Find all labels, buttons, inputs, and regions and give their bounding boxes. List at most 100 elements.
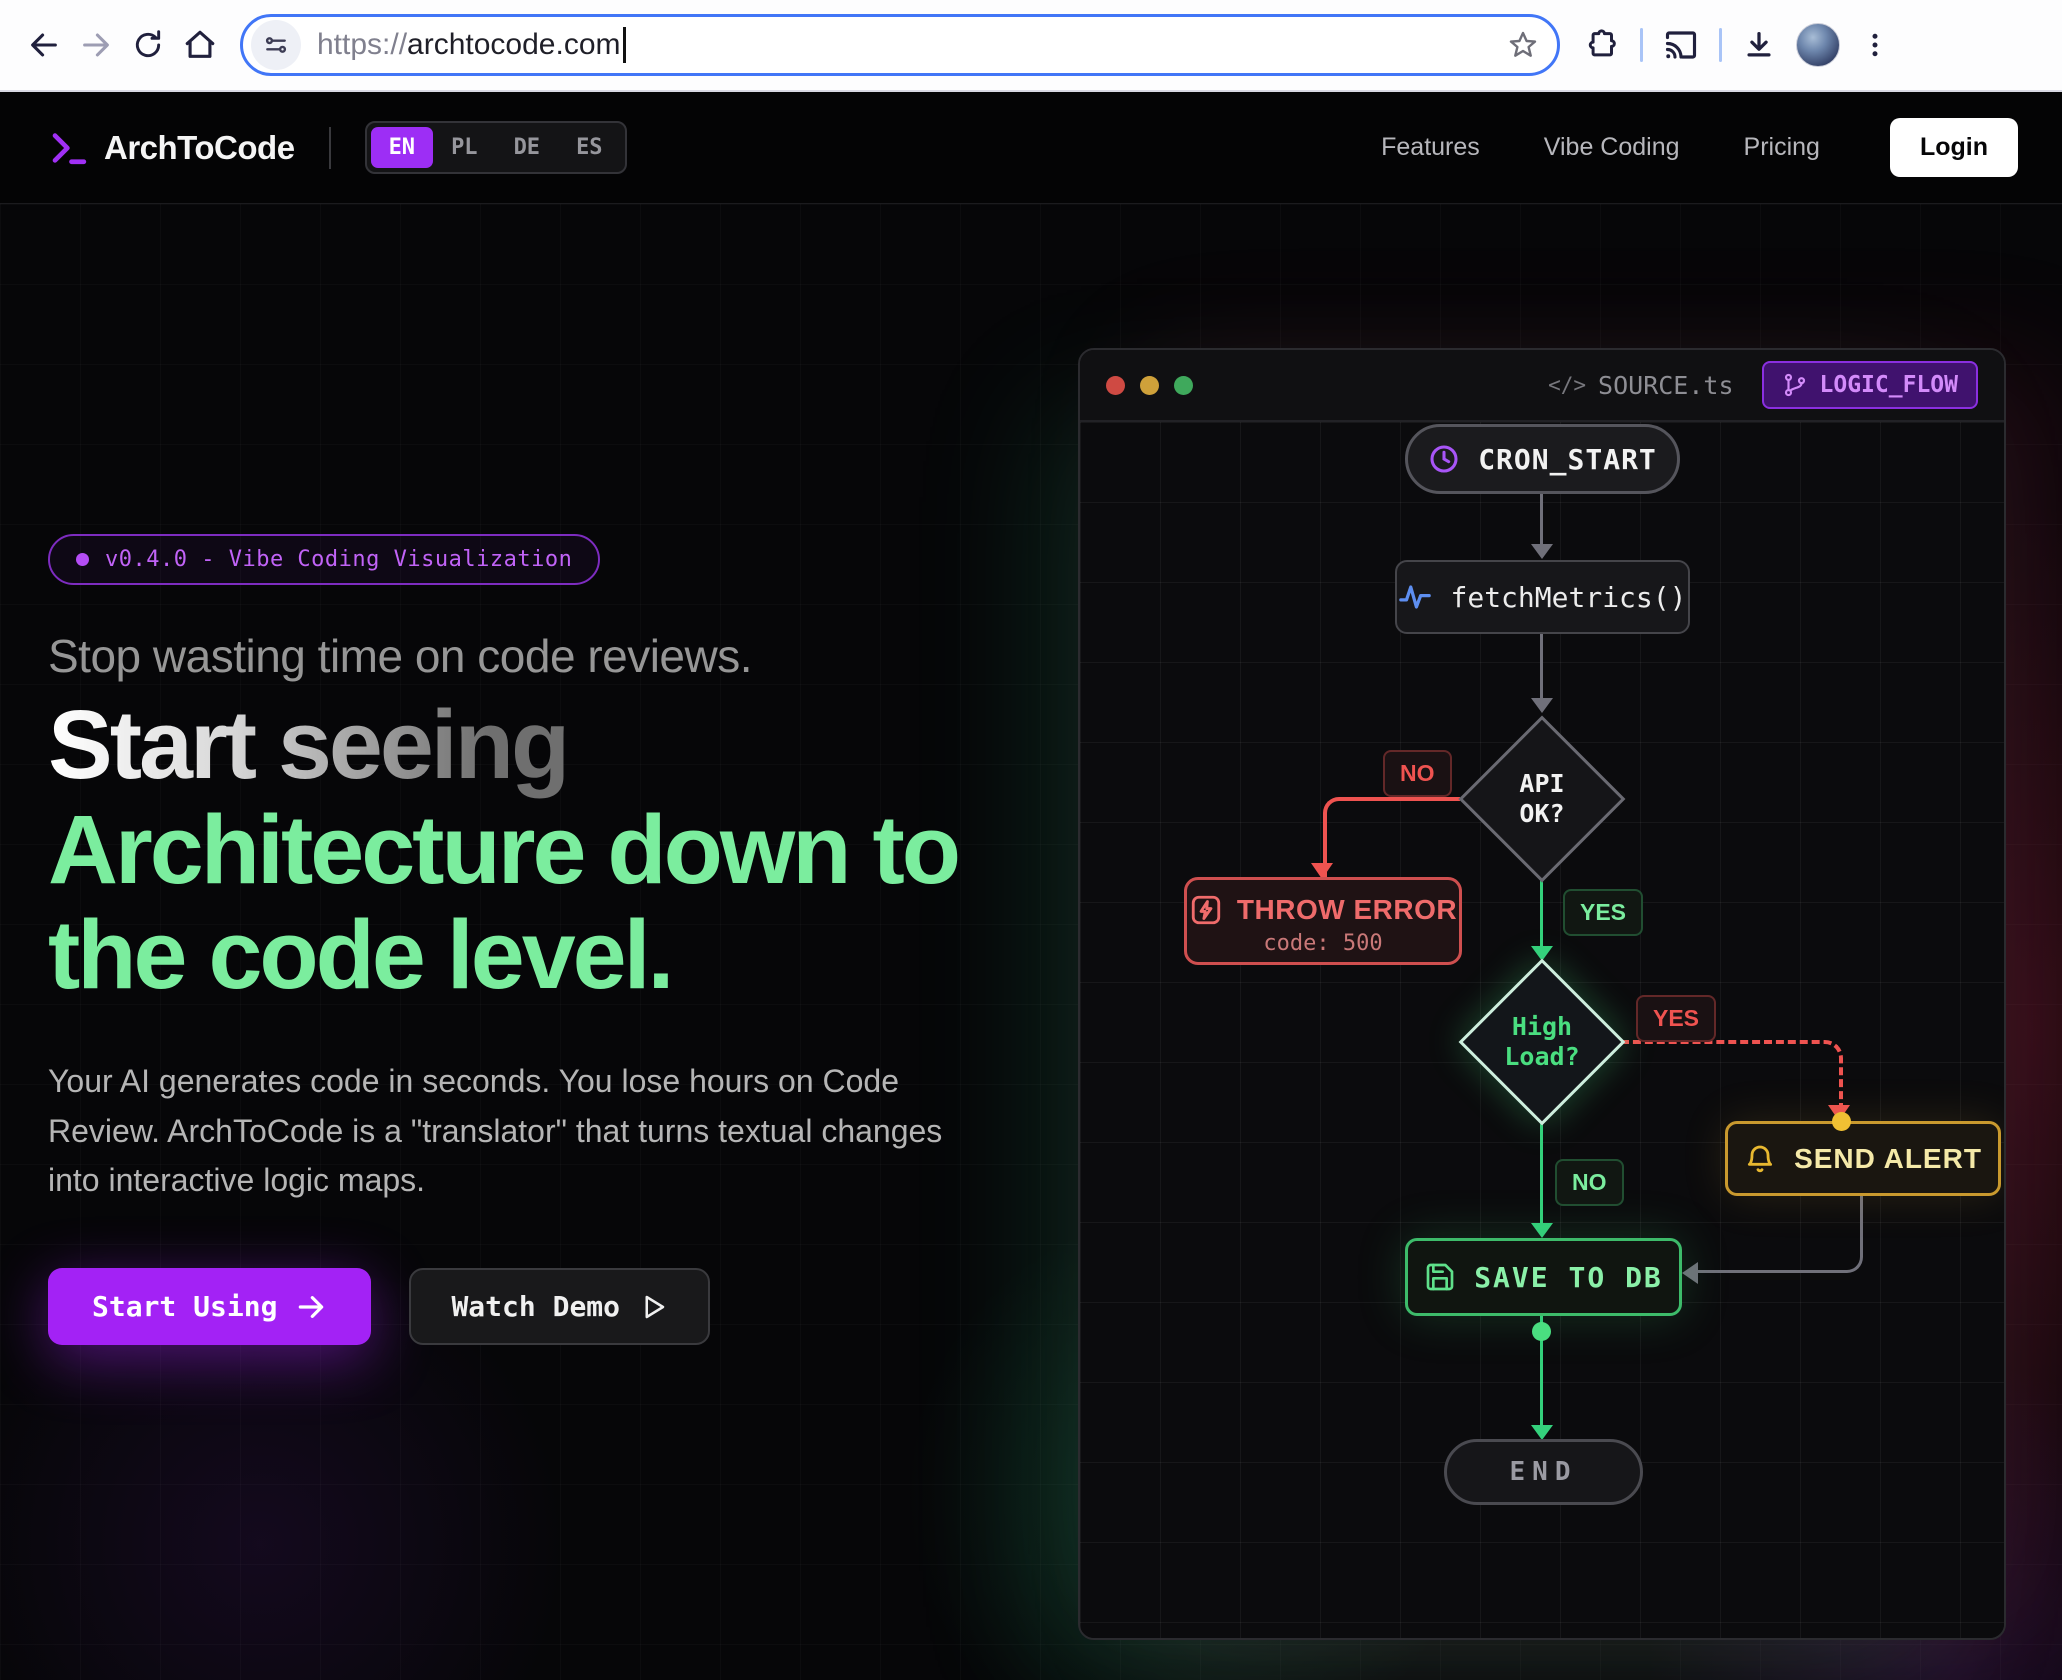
- lang-option-de[interactable]: DE: [513, 135, 541, 160]
- save-to-db-label: SAVE TO DB: [1474, 1260, 1663, 1294]
- hero-title-muted: Start seeing: [48, 690, 570, 799]
- profile-avatar[interactable]: [1796, 23, 1840, 67]
- edge-label-yes: YES: [1563, 889, 1644, 936]
- reload-icon: [135, 30, 161, 58]
- window-titlebar: </> SOURCE.ts LOGIC_FLOW: [1080, 350, 2004, 422]
- cast-icon[interactable]: [1663, 27, 1699, 63]
- browser-toolbar: https://archtocode.com: [0, 0, 2062, 92]
- reload-button[interactable]: [122, 19, 174, 71]
- badge-dot-icon: [76, 553, 89, 566]
- start-using-button[interactable]: Start Using: [48, 1268, 372, 1346]
- send-alert-label: SEND ALERT: [1794, 1142, 1982, 1174]
- forward-arrow-icon: [83, 33, 109, 57]
- cta-row: Start Using Watch Demo: [48, 1268, 998, 1346]
- site-header: ArchToCode EN PL DE ES Features Vibe Cod…: [0, 92, 2062, 204]
- fetch-metrics-label: fetchMetrics(): [1450, 580, 1687, 614]
- node-end: END: [1444, 1439, 1643, 1505]
- traffic-light-close-icon[interactable]: [1106, 375, 1125, 395]
- traffic-light-minimize-icon[interactable]: [1140, 375, 1159, 395]
- logic-flow-label: LOGIC_FLOW: [1819, 372, 1958, 398]
- arrowhead-left-gray: [1682, 1262, 1698, 1284]
- edge-label-yes: YES: [1636, 995, 1717, 1042]
- connector-save-end: [1540, 1316, 1543, 1428]
- decision-high-load-label: High Load?: [1504, 1012, 1580, 1071]
- flow-preview-window: </> SOURCE.ts LOGIC_FLOW: [1078, 348, 2006, 1640]
- forward-button[interactable]: [70, 19, 122, 71]
- home-icon: [185, 30, 215, 58]
- bell-icon: [1747, 1145, 1773, 1172]
- url-text[interactable]: https://archtocode.com: [317, 27, 626, 63]
- language-switcher: EN PL DE ES: [364, 121, 627, 174]
- lang-option-pl[interactable]: PL: [451, 135, 478, 160]
- edge-label-no: NO: [1555, 1159, 1624, 1206]
- arrowhead-down-green: [1531, 946, 1553, 961]
- kebab-menu-icon[interactable]: [1860, 30, 1890, 60]
- connector-load-yes-alert-dashed: [1621, 1040, 1843, 1112]
- site-settings-chip[interactable]: [251, 20, 301, 70]
- home-button[interactable]: [174, 19, 226, 71]
- arrowhead-down-gray: [1531, 544, 1553, 559]
- watch-demo-label: Watch Demo: [451, 1290, 621, 1324]
- bookmark-star-icon[interactable]: [1507, 29, 1539, 61]
- tune-sliders-icon: [265, 37, 287, 53]
- start-using-label: Start Using: [92, 1290, 278, 1324]
- node-save-to-db: SAVE TO DB: [1405, 1238, 1682, 1316]
- version-badge: v0.4.0 - Vibe Coding Visualization: [48, 534, 601, 585]
- login-button[interactable]: Login: [1889, 118, 2018, 177]
- connector-api-no-error: [1323, 797, 1460, 877]
- address-bar[interactable]: https://archtocode.com: [240, 14, 1560, 76]
- save-connector-dot: [1532, 1322, 1551, 1341]
- connector-api-yes: [1540, 880, 1543, 946]
- edge-label-no: NO: [1383, 750, 1452, 797]
- clock-icon: [1430, 445, 1458, 473]
- flowchart-canvas: CRON_START fetchMetrics() API OK? NO YES…: [1080, 422, 2004, 1638]
- lang-option-es[interactable]: ES: [576, 135, 603, 160]
- hero-kicker: Stop wasting time on code reviews.: [48, 630, 753, 682]
- node-send-alert: SEND ALERT: [1725, 1121, 2001, 1196]
- nav-links: Features Vibe Coding Pricing: [1381, 133, 1820, 162]
- arrow-right-icon: [299, 1295, 324, 1318]
- hero-section: v0.4.0 - Vibe Coding Visualization Stop …: [0, 204, 2062, 1680]
- play-icon: [645, 1295, 665, 1318]
- node-cron-start: CRON_START: [1405, 424, 1680, 494]
- text-cursor: [622, 27, 626, 63]
- cron-start-label: CRON_START: [1478, 442, 1657, 476]
- throw-error-code: code: 500: [1263, 930, 1383, 956]
- connector-cron-fetch: [1540, 494, 1543, 548]
- toolbar-separator: [1719, 28, 1722, 62]
- throw-error-label: THROW ERROR: [1236, 893, 1458, 925]
- toolbar-right-group: [1586, 23, 1890, 67]
- connector-fetch-api: [1540, 634, 1543, 700]
- extensions-icon[interactable]: [1586, 28, 1620, 62]
- arrowhead-down-red: [1311, 863, 1333, 879]
- version-badge-label: v0.4.0 - Vibe Coding Visualization: [105, 547, 573, 572]
- logic-flow-toggle[interactable]: LOGIC_FLOW: [1761, 361, 1978, 409]
- connector-load-no-save: [1540, 1121, 1543, 1224]
- download-icon[interactable]: [1742, 28, 1776, 62]
- source-file-label: </> SOURCE.ts: [1548, 371, 1733, 400]
- hero-description: Your AI generates code in seconds. You l…: [48, 1063, 943, 1199]
- nav-link-vibe-coding[interactable]: Vibe Coding: [1543, 133, 1680, 161]
- watch-demo-button[interactable]: Watch Demo: [409, 1268, 711, 1346]
- arrowhead-down-green: [1531, 1223, 1553, 1238]
- git-branch-icon: [1784, 373, 1805, 397]
- arrowhead-down-green: [1531, 1425, 1553, 1440]
- save-floppy-icon: [1426, 1263, 1454, 1291]
- node-throw-error: THROW ERROR code: 500: [1184, 877, 1462, 965]
- nav-link-pricing[interactable]: Pricing: [1743, 133, 1820, 161]
- traffic-light-zoom-icon[interactable]: [1174, 375, 1193, 395]
- activity-pulse-icon: [1399, 585, 1432, 609]
- end-label: END: [1509, 1457, 1578, 1487]
- brand-logo[interactable]: ArchToCode: [44, 126, 295, 170]
- brand-name: ArchToCode: [104, 128, 295, 166]
- hero-copy: v0.4.0 - Vibe Coding Visualization Stop …: [48, 534, 998, 1346]
- code-brackets-icon: </>: [1548, 373, 1587, 397]
- nav-divider: [328, 126, 331, 169]
- back-button[interactable]: [18, 19, 70, 71]
- nav-link-features[interactable]: Features: [1381, 133, 1480, 161]
- connector-alert-save: [1692, 1196, 1863, 1273]
- alert-connector-dot: [1832, 1112, 1851, 1131]
- throw-error-title-row: THROW ERROR: [1189, 893, 1457, 927]
- lang-option-en[interactable]: EN: [370, 127, 434, 168]
